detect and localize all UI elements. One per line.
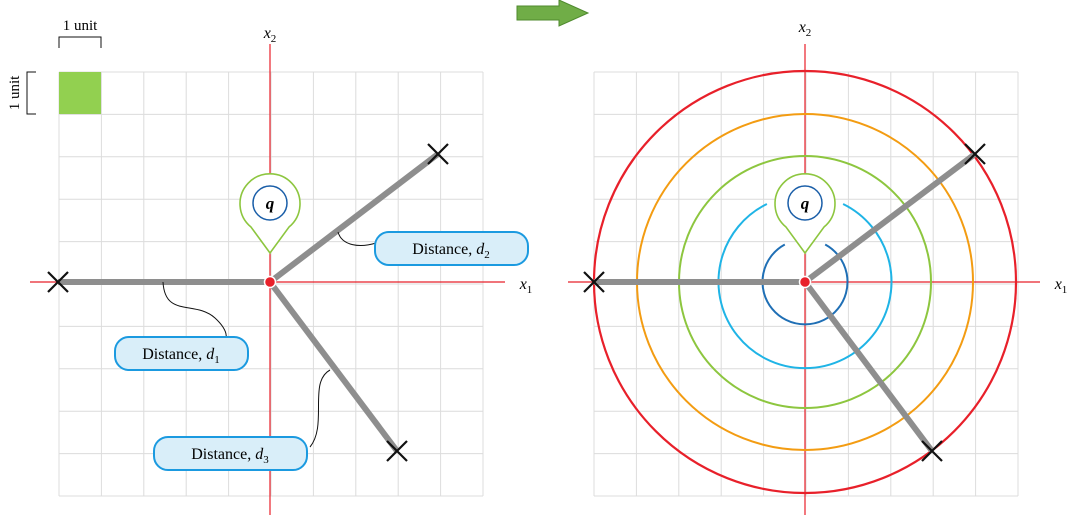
callout-d1-box [114, 336, 249, 371]
distance-circle-2 [717, 203, 893, 370]
unit-square [59, 72, 101, 114]
scale-indicator: 1 unit 1 unit [7, 18, 102, 115]
callout-d2-box [374, 231, 529, 266]
leader-d1 [162, 281, 227, 346]
callout-d3: Distance, d3 [153, 436, 308, 471]
query-label: q [266, 194, 275, 213]
scale-label-vertical: 1 unit [7, 75, 23, 110]
scale-bracket-vertical [26, 71, 36, 115]
left-x1-label: x1 [519, 276, 533, 296]
data-point-2-marker [427, 143, 449, 165]
right-query-point [798, 275, 812, 289]
right-panel: q x2 x1 [568, 19, 1067, 515]
query-pin-right: q [774, 173, 836, 255]
left-grid [58, 71, 484, 497]
distance-line-d3 [267, 280, 400, 453]
right-distance-line-d3 [802, 280, 935, 453]
callout-d1: Distance, d1 [114, 336, 249, 371]
callout-d2-label: Distance, d2 [412, 241, 489, 261]
left-x2-label: x2 [263, 25, 277, 45]
right-distance-line-d2 [803, 151, 977, 285]
callout-d3-label: Distance, d3 [191, 446, 269, 466]
query-point [263, 275, 277, 289]
right-data-point-1-marker [583, 271, 605, 293]
callout-d1-label: Distance, d1 [142, 346, 219, 366]
left-panel: 1 unit 1 unit Distance, d1 Di [7, 18, 532, 515]
query-pin-left: q [239, 173, 301, 255]
transition-arrow-icon [516, 0, 590, 27]
right-data-point-2-marker [964, 143, 986, 165]
callout-d3-box [153, 436, 308, 471]
right-x1-label: x1 [1054, 276, 1068, 296]
distance-circles [592, 69, 1018, 495]
right-x2-label: x2 [798, 19, 812, 39]
scale-label-horizontal: 1 unit [63, 18, 98, 34]
query-ring [252, 185, 288, 221]
right-data-point-3-marker [921, 440, 943, 462]
leader-d3 [309, 369, 331, 448]
leader-d2 [337, 231, 377, 246]
scale-bracket-horizontal [58, 36, 102, 48]
distance-line-d2 [268, 151, 440, 285]
callout-d2: Distance, d2 [374, 231, 529, 266]
right-query-ring [787, 185, 823, 221]
data-point-1-marker [47, 271, 69, 293]
data-point-3-marker [386, 440, 408, 462]
right-query-label: q [801, 194, 810, 213]
distance-circle-1 [761, 243, 849, 326]
